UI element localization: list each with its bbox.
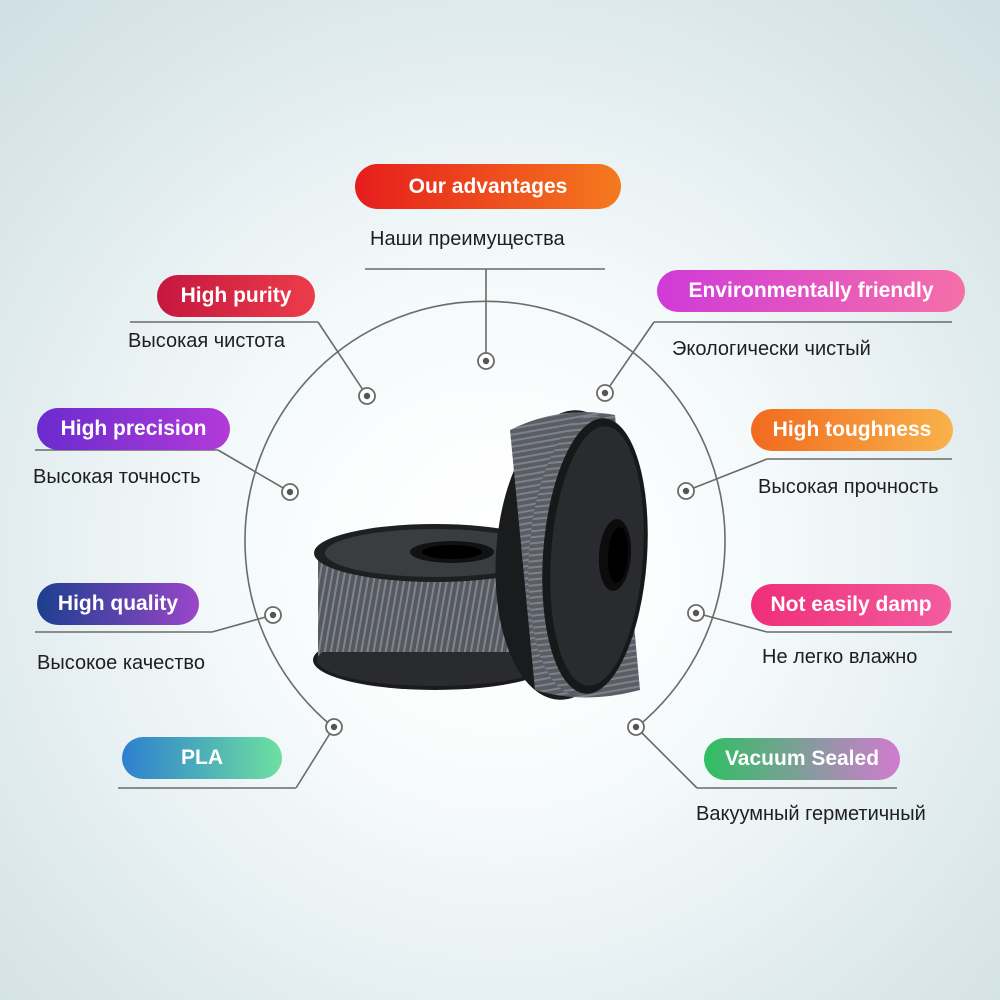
feature-vacuum-sealed-badge: Vacuum Sealed (704, 738, 900, 780)
flat-spool (313, 524, 557, 690)
feature-high-toughness-badge: High toughness (751, 409, 953, 451)
our-advantages-badge: Our advantages (355, 164, 621, 209)
feature-arc (244, 300, 726, 728)
arc-nodes (264, 352, 705, 736)
feature-environmentally-friendly-ru: Экологически чистый (672, 338, 871, 360)
feature-high-quality-ru: Высокое качество (37, 652, 205, 674)
feature-not-easily-damp-badge: Not easily damp (751, 584, 951, 626)
feature-environmentally-friendly-badge: Environmentally friendly (657, 270, 965, 312)
upright-spool (495, 410, 648, 700)
feature-high-purity-badge: High purity (157, 275, 315, 317)
feature-high-precision-badge: High precision (37, 408, 230, 450)
filament-spool-icon (313, 410, 648, 700)
feature-high-purity-ru: Высокая чистота (128, 330, 286, 352)
feature-high-precision-ru: Высокая точность (33, 466, 201, 488)
feature-high-toughness-ru: Высокая прочность (758, 476, 939, 498)
our-advantages-subtitle: Наши преимущества (370, 228, 565, 250)
feature-pla-badge: PLA (122, 737, 282, 779)
feature-vacuum-sealed-ru: Вакуумный герметичный (696, 803, 926, 825)
feature-not-easily-damp-ru: Не легко влажно (762, 646, 918, 668)
feature-high-quality-badge: High quality (37, 583, 199, 625)
connector-lines (35, 268, 952, 789)
